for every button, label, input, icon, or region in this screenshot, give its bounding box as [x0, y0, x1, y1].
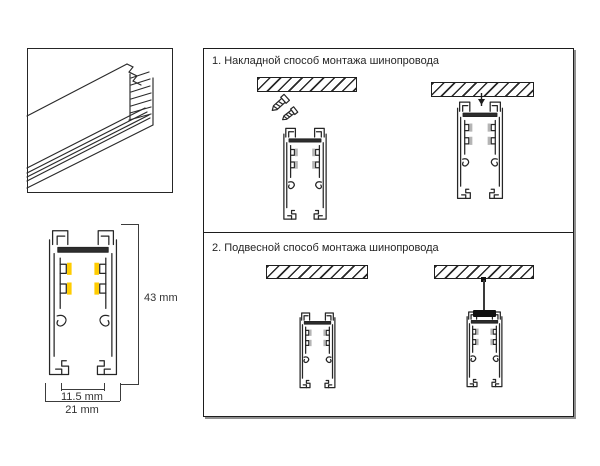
mounting-screw-icon	[478, 93, 485, 106]
suspension-wire	[483, 280, 485, 311]
dim-43-top-connector	[121, 224, 139, 225]
track-cross-section	[457, 101, 503, 199]
track-isometric-icon	[27, 48, 173, 193]
track-cross-section	[299, 312, 336, 388]
track-cross-section	[466, 311, 503, 387]
section2-title: 2. Подвесной способ монтажа шинопровода	[212, 242, 439, 254]
dim-115-line	[61, 389, 104, 390]
dim-21-left-tick	[45, 383, 46, 401]
screws-icon	[254, 93, 300, 129]
dim-21-label: 21 mm	[65, 404, 99, 416]
dim-43-label: 43 mm	[144, 292, 178, 304]
dim-21-right-tick	[120, 383, 121, 401]
ceiling-hatch-icon	[257, 77, 357, 92]
dim-21-line	[45, 401, 120, 402]
mounting-methods-panel: 1. Накладной способ монтажа шинопровода	[203, 48, 574, 417]
track-cross-section	[283, 128, 327, 220]
suspension-bracket	[473, 310, 496, 317]
section-divider	[204, 232, 573, 233]
track-cross-section-detail	[49, 230, 117, 375]
ceiling-hatch-icon	[431, 82, 534, 97]
wire-anchor	[481, 277, 486, 282]
isometric-view-box	[27, 48, 173, 193]
dim-115-label: 11.5 mm	[61, 391, 103, 403]
dim-43-bottom-connector	[121, 384, 139, 385]
section1-title: 1. Накладной способ монтажа шинопровода	[212, 55, 440, 67]
dim-115-right-tick	[104, 383, 105, 391]
ceiling-hatch-icon	[266, 265, 368, 279]
dim-43-line	[138, 224, 139, 384]
dim-115-left-tick	[61, 383, 62, 391]
